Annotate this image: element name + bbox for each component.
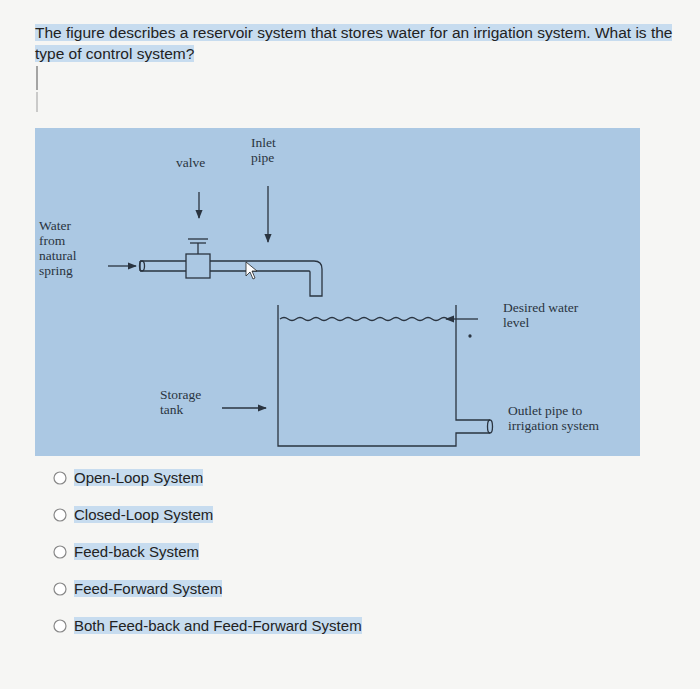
answer-option: Feed-back System (74, 543, 199, 560)
part-label: Desired water level (503, 300, 578, 330)
leader-arrow (198, 192, 199, 218)
part-label: Water from natural spring (39, 218, 93, 278)
radio-button (54, 509, 66, 521)
text-cursor (36, 92, 38, 112)
answer-option: Feed-Forward System (74, 580, 222, 597)
answer-option: Feed-Forward System (74, 579, 374, 599)
answer-option: Closed-Loop System (74, 506, 213, 523)
radio-button (54, 472, 66, 484)
dot (469, 335, 471, 337)
part-label: valve (176, 155, 205, 170)
answer-option: Feed-back System (74, 542, 374, 562)
radio-button (54, 620, 66, 632)
part-label: Water from natural spring (39, 218, 76, 278)
pipe-end (140, 261, 145, 271)
storage-tank (278, 305, 490, 446)
leader-arrow (222, 407, 266, 408)
answer-option: Closed-Loop System (74, 505, 374, 525)
part-label: Storage tank (160, 387, 201, 417)
leader-arrow (108, 265, 136, 266)
figure-panel (35, 128, 640, 456)
answer-option: Open-Loop System (74, 468, 374, 488)
question-text: The figure describes a reservoir system … (35, 22, 675, 64)
inlet-pipe (210, 261, 322, 296)
part-label: Storage tank (160, 387, 216, 417)
question-text: The figure describes a reservoir system … (35, 24, 672, 62)
answer-option: Open-Loop System (74, 469, 203, 486)
storage-tank (456, 305, 490, 420)
leader-arrow (446, 318, 478, 319)
radio-button (54, 583, 66, 595)
inlet-stub (140, 261, 186, 271)
leader-arrow (267, 186, 268, 242)
part-label: Outlet pipe to irrigation system (508, 403, 599, 433)
part-label: Inlet pipe (251, 135, 276, 165)
valve-handle (188, 238, 208, 239)
pipe-end (488, 420, 493, 433)
answer-option: Both Feed-back and Feed-Forward System (74, 617, 362, 634)
radio-button (54, 546, 66, 558)
part-label: Desired water level (503, 300, 598, 330)
answer-option: Both Feed-back and Feed-Forward System (74, 616, 474, 636)
part-label: valve (176, 155, 226, 170)
mouse-pointer (246, 262, 257, 279)
text-cursor (36, 66, 38, 90)
valve-body (186, 254, 210, 278)
water-surface (280, 318, 448, 321)
valve-stem (197, 243, 198, 254)
part-label: Inlet pipe (251, 135, 291, 165)
valve-handle (190, 242, 206, 243)
part-label: Outlet pipe to irrigation system (508, 403, 626, 433)
